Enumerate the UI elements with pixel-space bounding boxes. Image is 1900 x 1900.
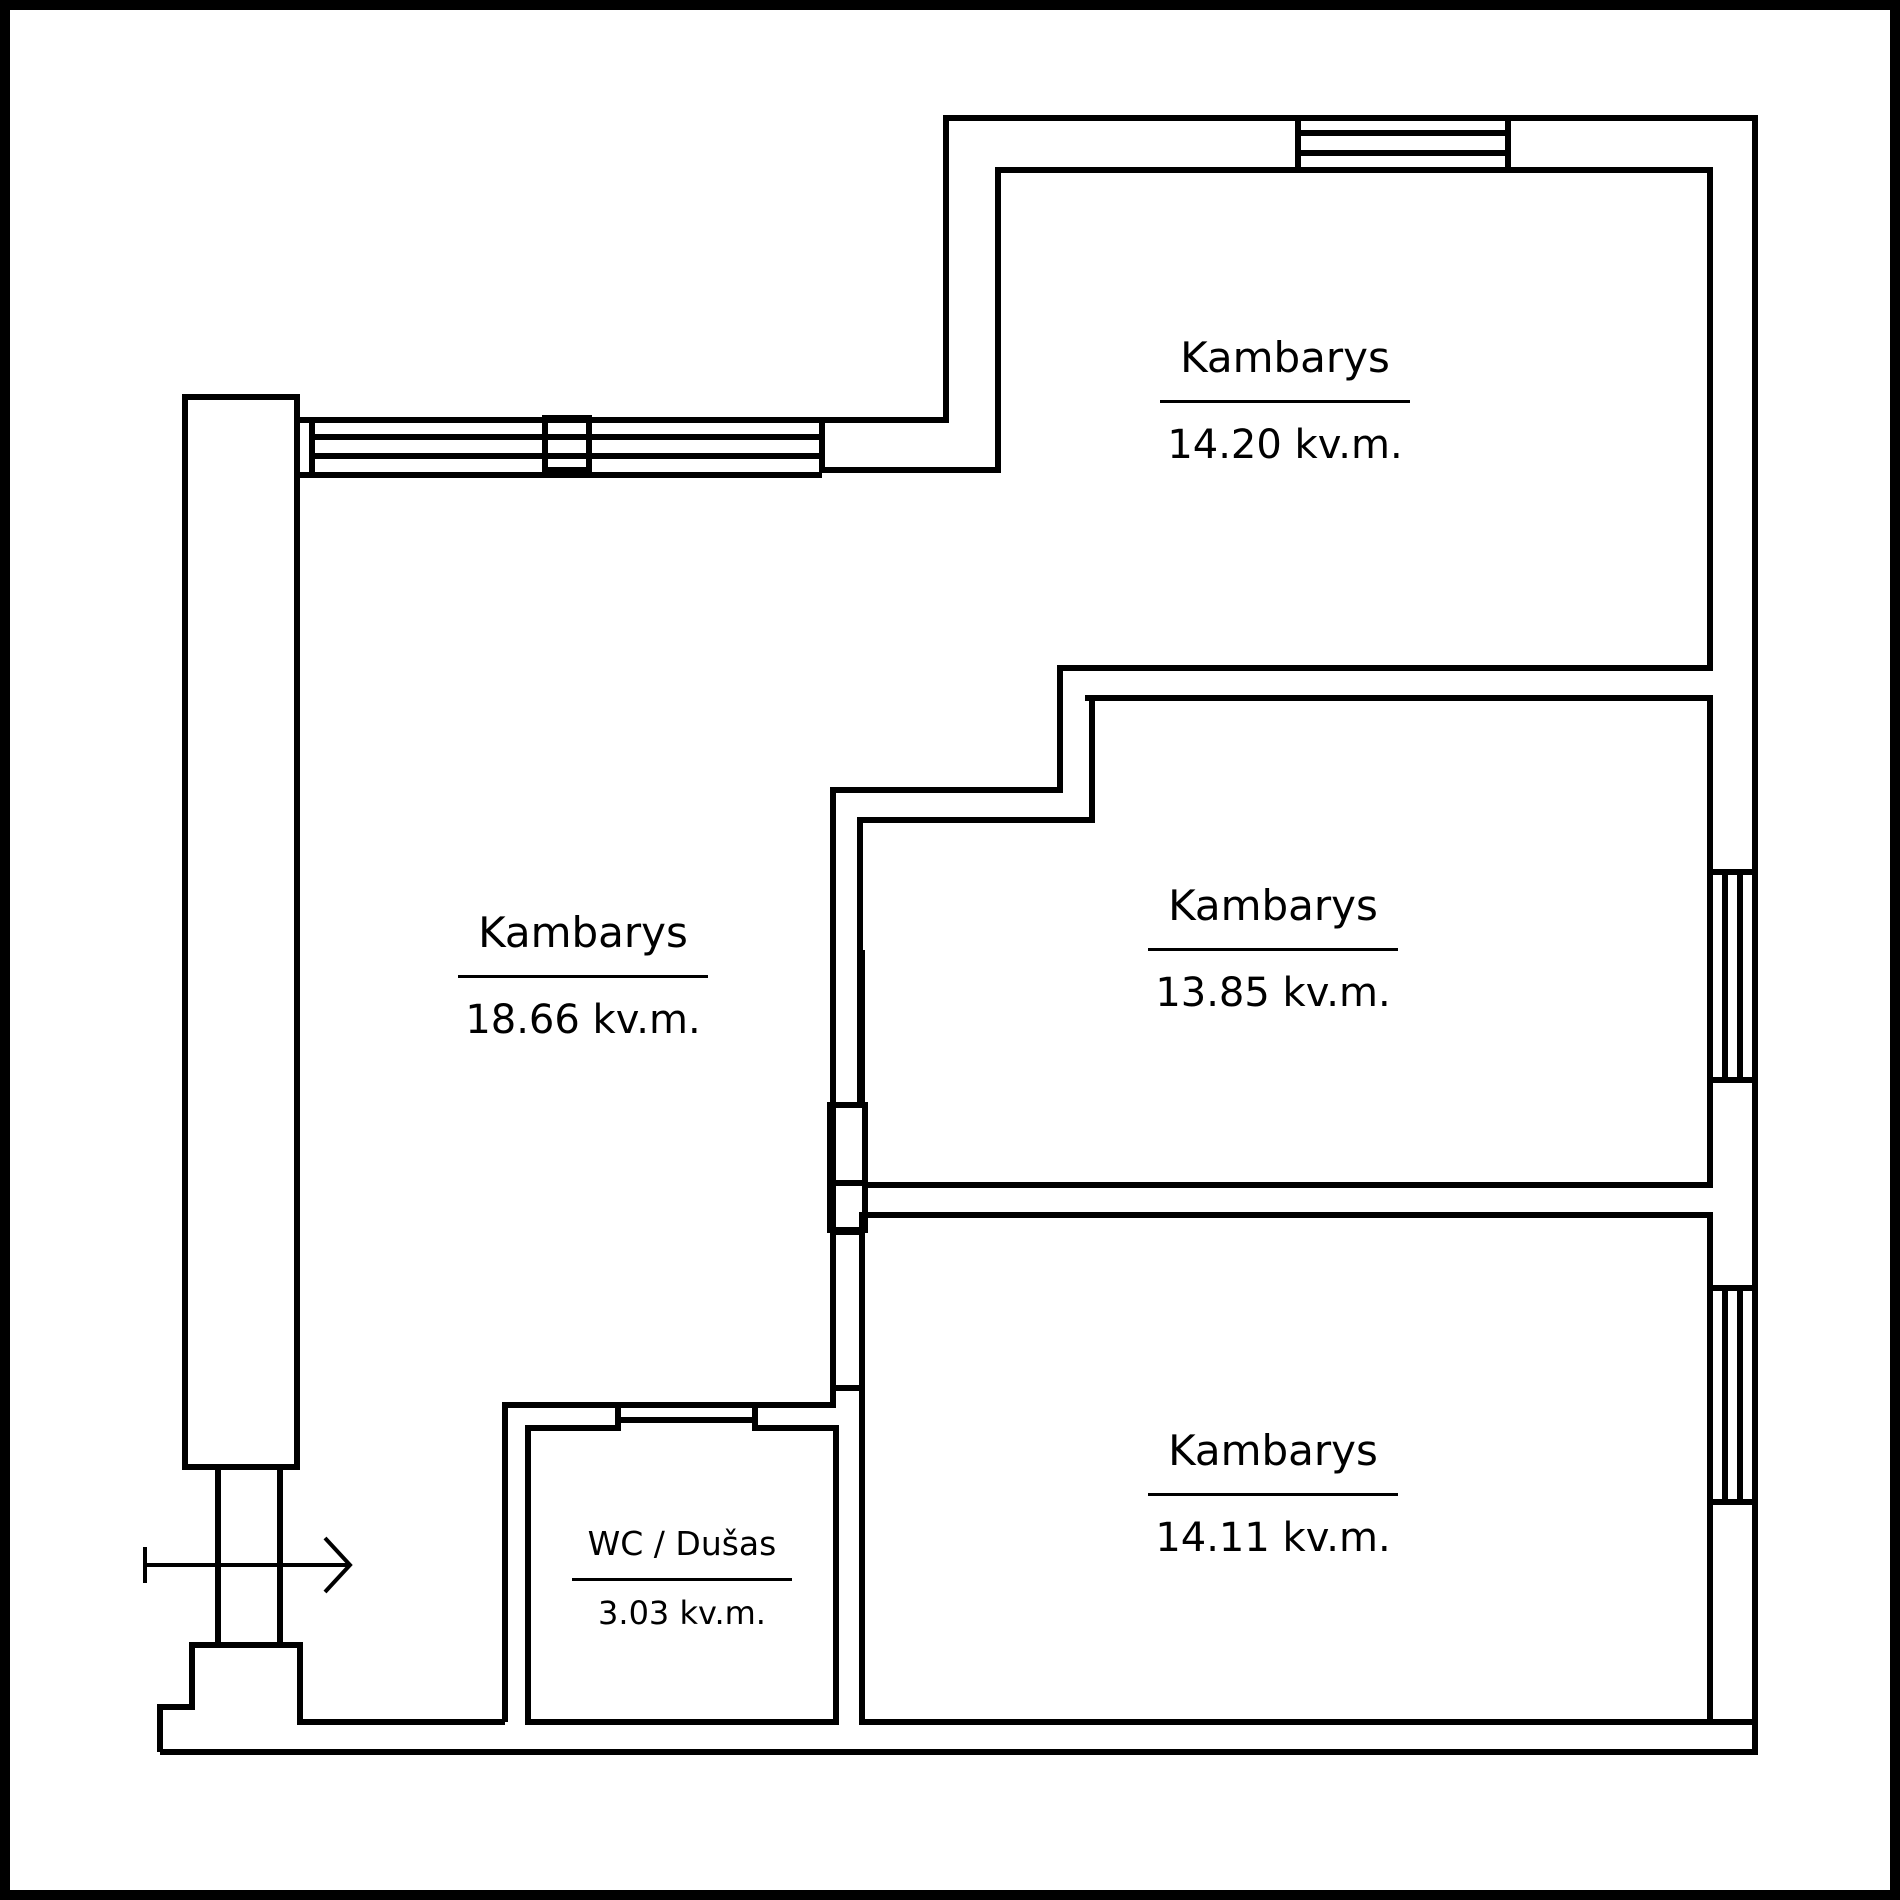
room-wc-label: WC / Dušas 3.03 kv.m. [572,1522,792,1635]
window-top-left [312,417,822,478]
room-bottom-label: Kambarys 14.11 kv.m. [1148,1423,1398,1566]
room-middle-label: Kambarys 13.85 kv.m. [1148,878,1398,1021]
wall-bottom-exterior [160,1719,1758,1755]
entrance-arrow-icon [143,1536,353,1594]
door-bottom-room [830,1232,865,1388]
door-wc [618,1402,755,1423]
door-middle-room [830,950,865,1105]
room-top-area: 14.20 kv.m. [1167,422,1403,468]
room-bottom-area: 14.11 kv.m. [1155,1515,1391,1561]
window-right-upper [1707,869,1758,1083]
wall-right-lower [1707,1499,1758,1725]
wall-top-right [830,115,1758,1186]
wall-wc [502,1385,865,1725]
window-top [1298,115,1508,173]
wall-top-left [297,417,315,478]
room-middle-area: 13.85 kv.m. [1155,970,1391,1016]
wall-middle-post [827,1102,868,1233]
room-left-name: Kambarys [458,905,708,978]
room-wc-area: 3.03 kv.m. [598,1594,766,1632]
wall-left-column [182,394,300,1470]
room-bottom-name: Kambarys [1148,1423,1398,1496]
wall-bottom-left [157,1642,505,1752]
room-left-area: 18.66 kv.m. [465,997,701,1043]
door-left-frame [215,1467,283,1645]
window-mullion-top-left [542,415,592,473]
room-top-label: Kambarys 14.20 kv.m. [1160,330,1410,473]
walls [157,115,1758,1755]
room-wc-name: WC / Dušas [572,1522,792,1581]
room-left-label: Kambarys 18.66 kv.m. [458,905,708,1048]
room-top-name: Kambarys [1160,330,1410,403]
room-middle-name: Kambarys [1148,878,1398,951]
window-right-lower [1707,1285,1758,1505]
